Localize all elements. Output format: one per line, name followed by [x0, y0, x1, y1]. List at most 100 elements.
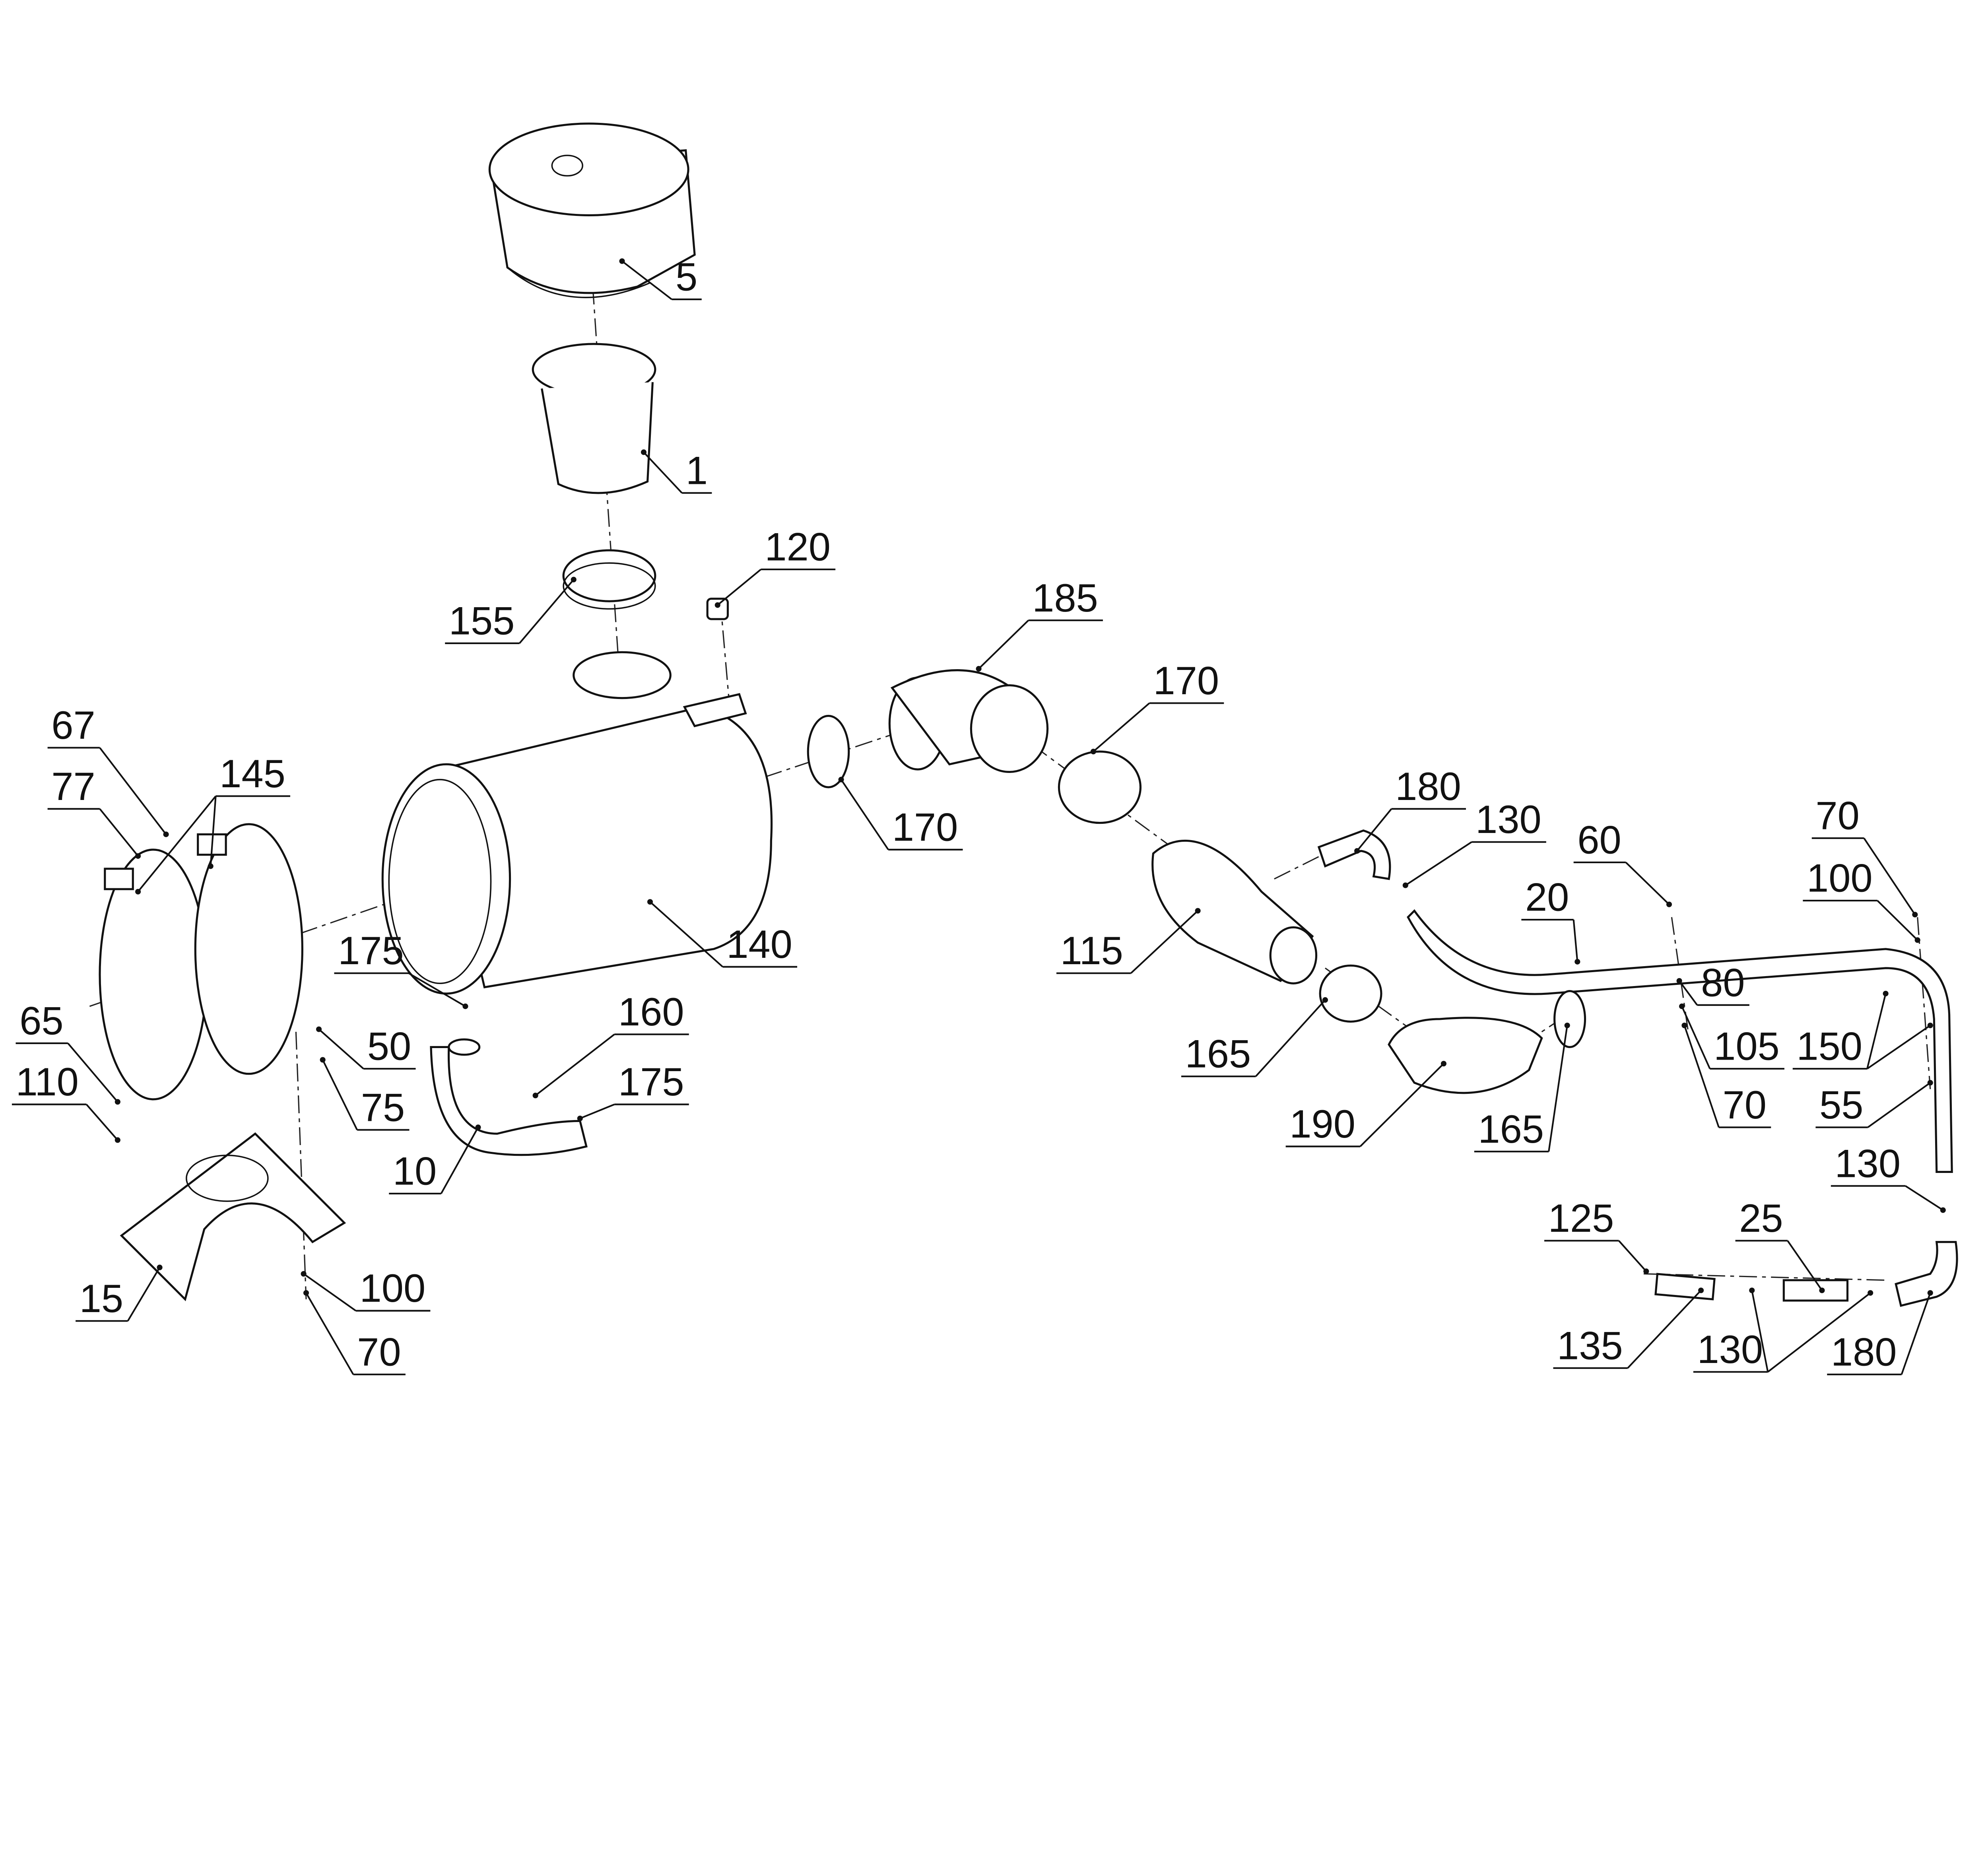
part-clamp-155 — [562, 549, 656, 610]
callout-leader-line — [649, 901, 723, 968]
callout-target-dot — [1574, 959, 1580, 965]
callout-target-dot — [1927, 1290, 1933, 1296]
callout-leader-line — [1877, 900, 1918, 941]
callout-label-80: 80 — [1701, 961, 1745, 1005]
callout-label-25: 25 — [1739, 1196, 1783, 1241]
callout-target-dot — [462, 1003, 468, 1009]
callout-label-1: 1 — [686, 448, 708, 493]
callout-label-150: 150 — [1796, 1025, 1862, 1069]
callout-target-dot — [135, 853, 141, 859]
callout-target-dot — [1354, 848, 1360, 854]
callout-leader-line — [305, 1292, 354, 1375]
callout-label-15: 15 — [80, 1277, 123, 1321]
callout-leader-line — [1751, 1290, 1769, 1372]
callout-target-dot — [316, 1026, 322, 1032]
callout-label-10: 10 — [393, 1149, 437, 1193]
callout-label-100: 100 — [1807, 856, 1873, 901]
part-elbow-185 — [888, 669, 1049, 773]
callout-label-77: 77 — [51, 765, 95, 809]
callout-leader-line — [840, 779, 889, 850]
callout-label-170: 170 — [1153, 659, 1219, 703]
callout-target-dot — [135, 889, 141, 895]
part-hose-180a — [1317, 829, 1391, 880]
callout-label-105: 105 — [1714, 1025, 1780, 1069]
callout-target-dot — [303, 1290, 309, 1296]
callout-leader-line — [1356, 808, 1392, 852]
callout-label-70: 70 — [1815, 794, 1859, 838]
callout-label-65: 65 — [19, 999, 63, 1043]
callout-target-dot — [1883, 990, 1889, 996]
callout-target-dot — [1698, 1287, 1704, 1293]
callout-target-dot — [1927, 1080, 1933, 1086]
callout-label-130: 130 — [1697, 1328, 1763, 1372]
callout-leader-line — [1905, 1185, 1943, 1211]
callout-label-185: 185 — [1032, 576, 1098, 620]
callout-target-dot — [301, 1271, 307, 1277]
callout-label-155: 155 — [449, 599, 515, 643]
callout-label-60: 60 — [1577, 818, 1621, 862]
callout-leader-line — [210, 796, 217, 866]
callout-target-dot — [1441, 1061, 1446, 1067]
callout-leader-line — [1866, 993, 1887, 1069]
callout-label-165: 165 — [1478, 1107, 1544, 1151]
part-bracket-15 — [120, 1132, 346, 1301]
callout-label-100: 100 — [360, 1266, 426, 1311]
callout-leader-line — [1867, 1082, 1931, 1128]
part-straps-145 — [99, 823, 303, 1101]
callout-target-dot — [1868, 1290, 1873, 1296]
callout-leader-line — [408, 972, 466, 1007]
callout-target-dot — [1819, 1287, 1825, 1293]
callout-leader-line — [85, 1104, 118, 1141]
callout-target-dot — [1912, 912, 1918, 918]
callout-leader-line — [535, 1033, 615, 1096]
callout-label-70: 70 — [357, 1330, 401, 1374]
callout-label-115: 115 — [1060, 929, 1123, 973]
callout-leader-line — [1627, 1289, 1702, 1369]
callout-target-dot — [838, 777, 844, 782]
callout-label-50: 50 — [367, 1025, 411, 1069]
callout-leader-line — [1625, 862, 1670, 905]
callout-target-dot — [1643, 1268, 1649, 1274]
part-25 — [1782, 1279, 1849, 1302]
callout-label-130: 130 — [1835, 1142, 1901, 1186]
callout-label-75: 75 — [361, 1085, 405, 1130]
callout-target-dot — [1090, 749, 1096, 755]
callout-target-dot — [1679, 1003, 1685, 1009]
callout-target-dot — [1940, 1207, 1946, 1213]
callout-target-dot — [1195, 908, 1201, 914]
callout-target-dot — [208, 863, 214, 869]
callout-label-160: 160 — [618, 990, 684, 1034]
callout-target-dot — [641, 449, 647, 455]
callout-target-dot — [1666, 901, 1672, 907]
callout-label-120: 120 — [765, 525, 831, 569]
callout-leader-line — [137, 796, 217, 892]
callout-leader-line — [1093, 702, 1150, 752]
callout-leader-line — [303, 1273, 357, 1312]
callout-label-140: 140 — [726, 922, 792, 967]
callout-label-55: 55 — [1819, 1083, 1863, 1127]
callout-label-175: 175 — [338, 929, 404, 973]
callout-leader-line — [318, 1029, 364, 1070]
callout-label-175: 175 — [618, 1060, 684, 1104]
part-hose-10 — [430, 1038, 588, 1156]
callout-target-dot — [1914, 937, 1920, 943]
callout-target-dot — [475, 1124, 481, 1130]
part-120 — [706, 598, 729, 620]
callout-target-dot — [1402, 882, 1408, 888]
callout-leader-line — [643, 451, 683, 494]
callout-target-dot — [647, 899, 653, 905]
callout-leader-line — [1405, 841, 1472, 886]
callout-label-20: 20 — [1525, 876, 1569, 920]
callout-leader-line — [1683, 1025, 1720, 1128]
callout-label-67: 67 — [51, 703, 95, 747]
callout-leader-line — [1681, 1006, 1711, 1069]
callout-leader-line — [1678, 980, 1698, 1006]
part-clamp-170a — [807, 714, 850, 788]
callout-leader-line — [1573, 919, 1578, 962]
callout-target-dot — [976, 666, 982, 672]
part-clamp-165b — [1553, 990, 1586, 1048]
part-135 — [1654, 1273, 1716, 1301]
callout-target-dot — [1322, 997, 1328, 1003]
callout-label-170: 170 — [892, 805, 958, 849]
